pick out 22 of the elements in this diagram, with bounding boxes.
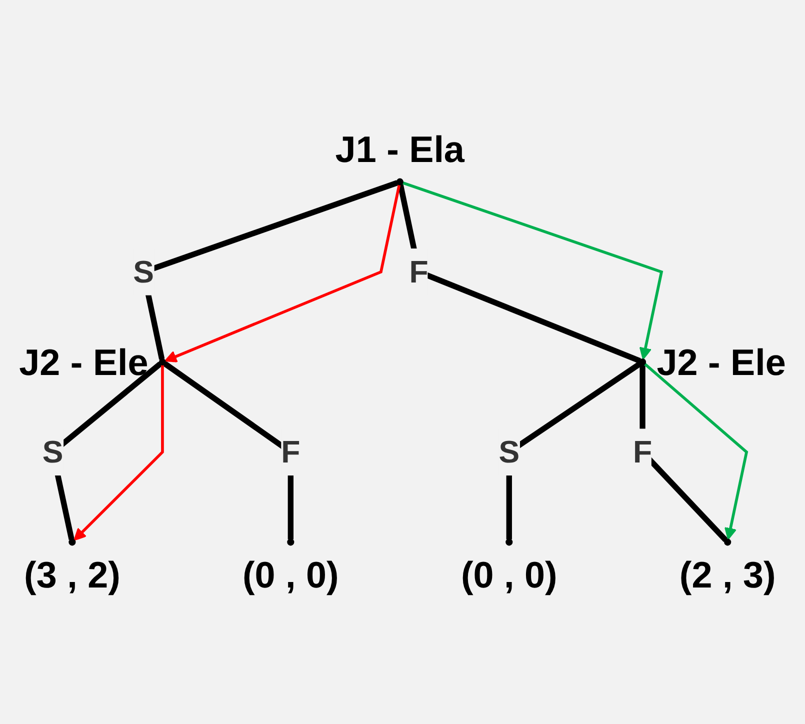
edge-label: S [133, 254, 154, 290]
node-circle [396, 178, 404, 186]
node-circle [287, 538, 294, 546]
edge-label: F [281, 434, 300, 470]
payoff-label: (0 , 0) [242, 554, 339, 596]
node-circle [506, 538, 513, 546]
node-circle [724, 538, 732, 546]
edge-label: F [632, 434, 652, 470]
payoff-label: (0 , 0) [460, 554, 558, 596]
edge-label: S [498, 434, 520, 470]
node-circle [68, 538, 76, 546]
player-label: J1 - Ela [335, 128, 464, 170]
player-label: J2 - Ele [19, 342, 148, 383]
edge-label: S [42, 434, 64, 470]
payoff-label: (2 , 3) [679, 554, 776, 596]
arrow [74, 364, 164, 541]
payoff-label: (3 , 2) [24, 554, 120, 596]
node-circle [158, 358, 166, 366]
node-circle [638, 358, 646, 366]
arrow [644, 362, 748, 540]
player-label: J2 - Ele [656, 342, 786, 383]
edge-label: F [409, 254, 428, 290]
